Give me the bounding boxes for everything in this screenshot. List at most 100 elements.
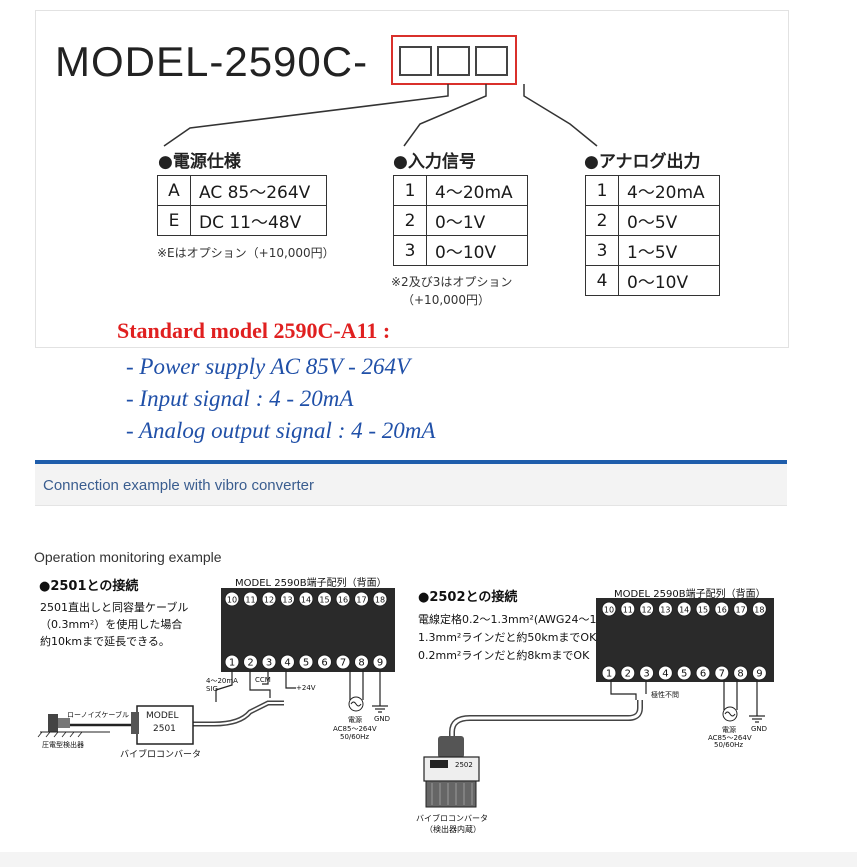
- power-code: E: [157, 205, 191, 236]
- terminal-circle: [261, 591, 277, 607]
- terminal-number: 14: [679, 606, 689, 615]
- left-box-label: MODEL: [146, 711, 179, 721]
- terminal-circle: [620, 601, 636, 617]
- standard-model-title: Standard model 2590C-A11 :: [117, 318, 391, 343]
- input-value: 0〜1V: [426, 205, 528, 236]
- model-code-highlight: [391, 35, 517, 85]
- input-code: 3: [393, 235, 427, 266]
- table-row: 4 0〜10V: [585, 265, 720, 296]
- terminal-circle: [714, 601, 730, 617]
- terminal-circle: [335, 654, 351, 670]
- power-spec-table: A AC 85〜264V E DC 11〜48V: [157, 175, 327, 236]
- terminal-number: 7: [340, 658, 346, 669]
- bottom-strip: [0, 852, 857, 867]
- terminal-number: 12: [264, 596, 274, 605]
- terminal-circle: [639, 601, 655, 617]
- terminal-circle: [372, 654, 388, 670]
- right-power-freq: 50/60Hz: [714, 741, 744, 749]
- input-value: 4〜20mA: [426, 175, 528, 206]
- left-diagram-heading: ●2501との接続: [39, 579, 139, 594]
- power-value: AC 85〜264V: [190, 175, 327, 206]
- input-code: 1: [393, 175, 427, 206]
- right-diagram-desc: 電線定格0.2〜1.3mm²(AWG24〜16): [418, 613, 608, 626]
- left-24v-label: +24V: [296, 684, 316, 692]
- left-terminal-title: MODEL 2590B端子配列（背面）: [235, 578, 387, 589]
- terminal-number: 3: [643, 669, 649, 680]
- terminal-circle: [695, 601, 711, 617]
- right-diagram-heading: ●2502との接続: [418, 590, 518, 605]
- terminal-circle: [601, 601, 617, 617]
- terminal-circle: [354, 591, 369, 607]
- terminal-number: 11: [245, 596, 255, 605]
- terminal-number: 7: [719, 669, 725, 680]
- terminal-circle: [714, 665, 730, 681]
- terminal-circle: [751, 665, 767, 681]
- terminal-number: 2: [247, 658, 253, 669]
- input-signal-note-price: （+10,000円）: [402, 293, 491, 307]
- code-box-output: [475, 46, 508, 76]
- output-code: 3: [585, 235, 619, 266]
- terminal-number: 17: [356, 596, 366, 605]
- table-row: 2 0〜5V: [585, 205, 720, 236]
- right-gnd-label: GND: [751, 725, 768, 733]
- terminal-number: 4: [662, 669, 668, 680]
- terminal-circle: [243, 654, 258, 670]
- left-gnd-label: GND: [374, 715, 391, 723]
- terminal-number: 18: [754, 606, 764, 615]
- power-spec-heading: ●電源仕様: [158, 152, 241, 172]
- terminal-number: 6: [700, 669, 706, 680]
- standard-input-line: - Input signal : 4 - 20mA: [126, 386, 354, 411]
- left-sensor-icon: [48, 714, 58, 732]
- connection-example-title: Connection example with vibro converter: [43, 477, 314, 494]
- input-value: 0〜10V: [426, 235, 528, 266]
- terminal-circle: [657, 601, 673, 617]
- table-row: 3 1〜5V: [585, 235, 720, 266]
- terminal-number: 14: [301, 596, 311, 605]
- terminal-circle: [298, 654, 314, 670]
- right-power-spec: AC85〜264V: [708, 734, 752, 742]
- terminal-number: 10: [604, 606, 614, 615]
- terminal-circle: [751, 601, 767, 617]
- right-converter-connector: [438, 736, 464, 758]
- terminal-number: 16: [338, 596, 348, 605]
- analog-output-heading: ●アナログ出力: [584, 152, 701, 172]
- right-power-source-icon: [722, 706, 738, 722]
- power-code: A: [157, 175, 191, 206]
- right-diagram-desc: 0.2mm²ラインだと約8kmまでOK: [418, 649, 590, 662]
- input-signal-heading: ●入力信号: [393, 152, 476, 172]
- model-title: MODEL-2590C-: [55, 38, 369, 85]
- terminal-number: 11: [623, 606, 633, 615]
- terminal-circle: [733, 665, 749, 681]
- left-ccm-label: CCM: [255, 676, 271, 684]
- terminal-number: 16: [717, 606, 727, 615]
- table-row: E DC 11〜48V: [157, 205, 327, 236]
- terminal-number: 3: [266, 658, 272, 669]
- terminal-number: 1: [606, 669, 612, 680]
- terminal-number: 18: [375, 596, 385, 605]
- terminal-circle: [354, 654, 369, 670]
- power-value: DC 11〜48V: [190, 205, 327, 236]
- terminal-number: 15: [319, 596, 329, 605]
- terminal-circle: [224, 654, 240, 670]
- left-diagram-desc: 約10kmまで延長できる。: [40, 635, 170, 648]
- code-box-power: [399, 46, 432, 76]
- terminal-circle: [733, 601, 749, 617]
- code-connector-lines: [163, 84, 598, 147]
- left-power-label: 電源: [348, 716, 362, 724]
- terminal-number: 13: [282, 596, 292, 605]
- analog-output-table: 1 4〜20mA 2 0〜5V 3 1〜5V 4 0〜10V: [585, 175, 720, 296]
- right-converter-label: バイブロコンバータ: [416, 814, 488, 823]
- output-code: 4: [585, 265, 619, 296]
- connection-example-header[interactable]: Connection example with vibro converter: [35, 460, 787, 506]
- right-device-label: 2502: [455, 761, 473, 769]
- right-diagram-desc: 1.3mm²ラインだと約50kmまでOK: [418, 631, 597, 644]
- left-diagram-desc: （0.3mm²）を使用した場合: [40, 618, 183, 631]
- terminal-number: 5: [303, 658, 309, 669]
- input-signal-table: 1 4〜20mA 2 0〜1V 3 0〜10V: [393, 175, 528, 266]
- terminal-number: 5: [681, 669, 687, 680]
- left-power-source-icon: [348, 696, 364, 712]
- terminal-circle: [372, 591, 388, 607]
